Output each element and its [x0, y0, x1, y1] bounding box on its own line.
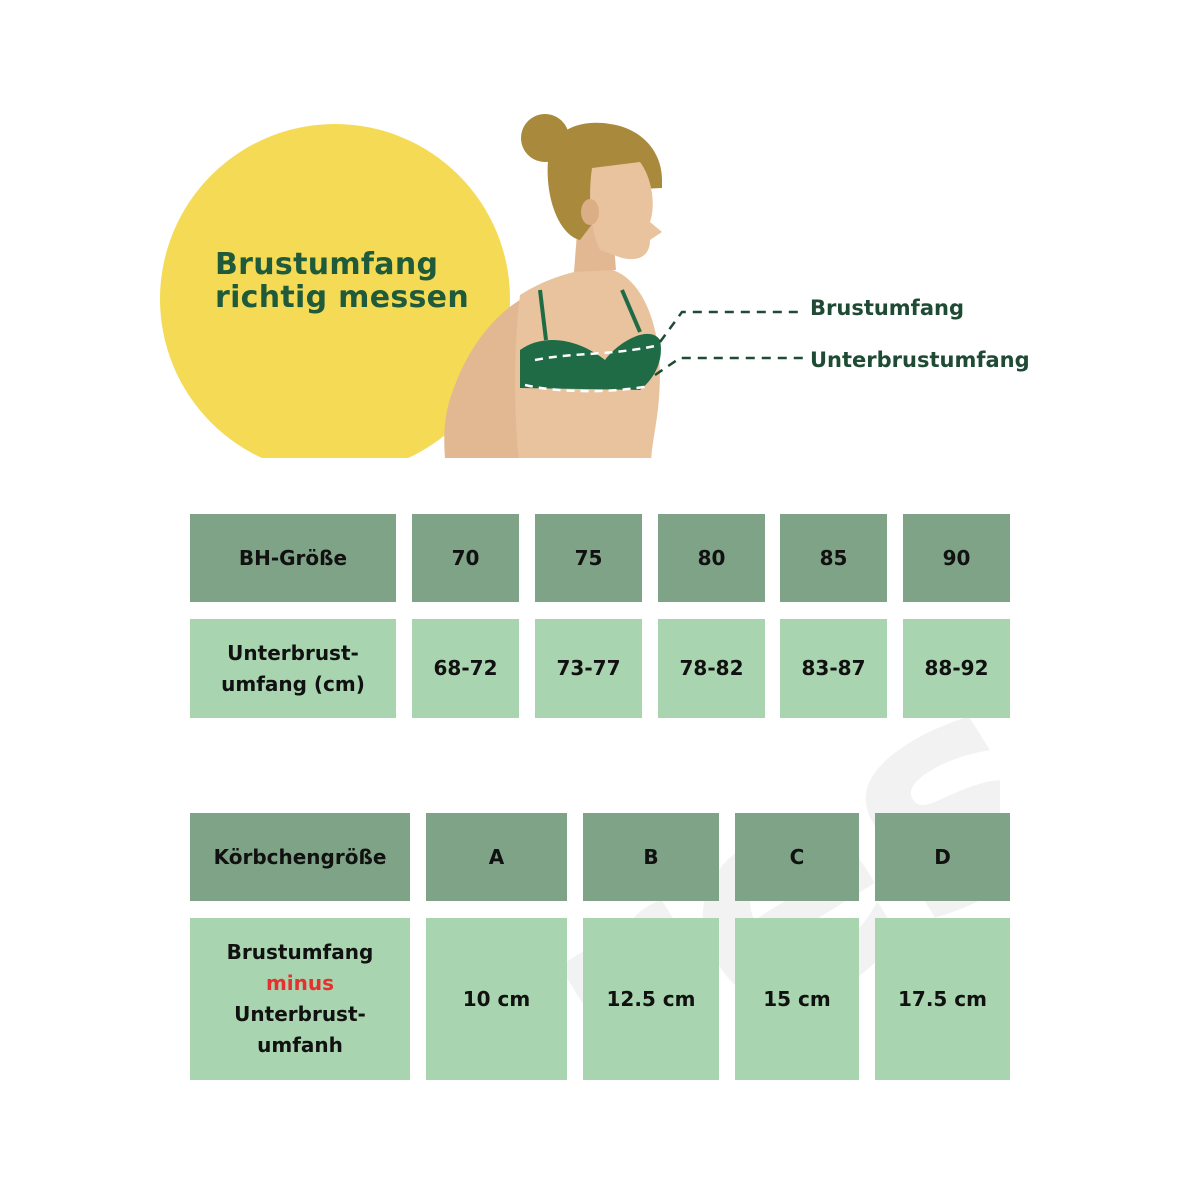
underbust-value-cell: 78-82 [658, 619, 765, 718]
underbust-label: Unterbrustumfang [810, 348, 1030, 372]
size-header-cell: 80 [658, 514, 765, 602]
underbust-value-cell: 68-72 [412, 619, 519, 718]
row-label-line: Brustumfang [226, 940, 374, 964]
ear-shape [581, 199, 599, 225]
underbust-value-cell: 88-92 [903, 619, 1010, 718]
cup-header-label: Körbchengröße [190, 813, 410, 901]
hero-title-line: Brustumfang [215, 247, 439, 282]
arm-shape [444, 300, 520, 458]
minus-label: minus [265, 971, 335, 995]
row-label-line: umfanh [257, 1033, 343, 1057]
hero-title-line: richtig messen [215, 280, 469, 315]
underbust-value-cell: 73-77 [535, 619, 642, 718]
row-label-line: Unterbrust- [234, 1002, 366, 1026]
cup-difference-cell: 17.5 cm [875, 918, 1010, 1080]
cup-header-cell: A [426, 813, 567, 901]
cup-header-cell: C [735, 813, 859, 901]
hero-clip: Brustumfang richtig messen [0, 0, 1200, 458]
bust-label: Brustumfang [810, 296, 964, 320]
underbust-value-cell: 83-87 [780, 619, 887, 718]
bust-leader-line [658, 310, 804, 343]
underbust-leader-line [654, 356, 804, 377]
size-header-cell: 70 [412, 514, 519, 602]
size-header-cell: 90 [903, 514, 1010, 602]
row-label-line: Unterbrust- [227, 640, 359, 665]
bra-shape [520, 333, 661, 390]
bust-measure-line [534, 343, 661, 362]
underbust-row-label: Unterbrust- umfang (cm) [190, 619, 396, 718]
size-header-cell: 75 [535, 514, 642, 602]
underbust-measure-line [524, 383, 651, 393]
hero-title: Brustumfang richtig messen [215, 248, 469, 314]
hair-bun-shape [521, 114, 569, 162]
bra-strap-right [620, 289, 642, 333]
hero-illustration: Brustumfang richtig messen Brustumfang U… [0, 0, 1200, 470]
face-shape [590, 162, 662, 260]
cup-difference-cell: 15 cm [735, 918, 859, 1080]
cup-difference-row-label: Brustumfang minus Unterbrust- umfanh [190, 918, 410, 1080]
row-label-line: umfang (cm) [221, 671, 365, 696]
cup-difference-cell: 10 cm [426, 918, 567, 1080]
cup-header-cell: B [583, 813, 719, 901]
size-header-label: BH-Größe [190, 514, 396, 602]
woman-figure-illustration [444, 114, 804, 458]
cup-difference-cell: 12.5 cm [583, 918, 719, 1080]
bra-strap-left [538, 289, 548, 341]
size-header-cell: 85 [780, 514, 887, 602]
cup-header-cell: D [875, 813, 1010, 901]
